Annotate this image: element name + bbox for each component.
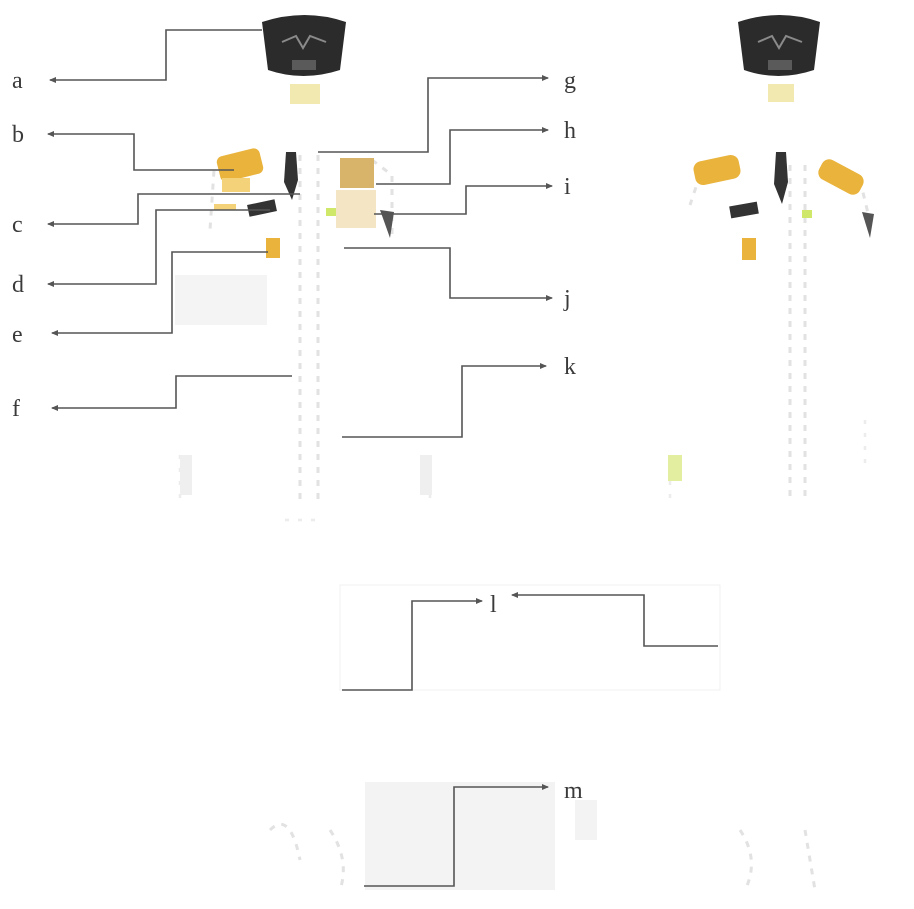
name-bar	[729, 201, 759, 219]
pen-icon	[862, 212, 874, 238]
left-epaulette	[216, 148, 264, 182]
leader-j	[344, 247, 553, 301]
callout-labels: a b c d e f g h i j k l m	[12, 68, 583, 804]
leader-g	[318, 75, 549, 153]
leader-h	[376, 127, 549, 185]
label-e: e	[12, 322, 23, 348]
medal	[266, 238, 280, 258]
reference-figure	[668, 15, 874, 505]
label-f: f	[12, 396, 20, 422]
pen-icon	[380, 210, 394, 238]
leader-d	[47, 209, 270, 287]
chest-patch	[340, 158, 374, 188]
label-c: c	[12, 212, 23, 238]
leader-k	[342, 363, 547, 438]
label-l: l	[490, 592, 497, 618]
leader-lines	[47, 29, 718, 887]
ghost-patch	[175, 275, 267, 325]
label-d: d	[12, 272, 24, 298]
label-k: k	[564, 354, 576, 380]
tie-icon	[774, 152, 788, 204]
collar-badge	[290, 84, 320, 104]
label-h: h	[564, 118, 576, 144]
label-b: b	[12, 122, 24, 148]
detail-panel-l	[339, 584, 721, 691]
chest-pocket	[336, 190, 376, 228]
lime-insignia	[326, 208, 336, 216]
label-g: g	[564, 68, 576, 94]
left-epaulette	[693, 154, 741, 186]
right-epaulette	[818, 159, 864, 195]
leader-b	[47, 131, 234, 171]
label-a: a	[12, 68, 23, 94]
label-i: i	[564, 174, 571, 200]
cuff-insignia	[668, 455, 682, 481]
left-epaulette-base	[222, 178, 250, 192]
leader-a	[49, 29, 262, 83]
leader-l-left	[342, 598, 483, 691]
detail-panel-m	[365, 782, 555, 890]
tie-icon	[284, 152, 298, 200]
medal	[742, 238, 756, 260]
leader-l-right	[511, 592, 718, 647]
name-bar	[247, 199, 277, 217]
ribbon	[214, 204, 236, 210]
lime-insignia	[802, 210, 812, 218]
leader-e	[51, 251, 268, 336]
helmet-icon	[738, 15, 820, 76]
ghost-cuff-left	[180, 455, 192, 495]
leader-i	[374, 183, 553, 215]
label-m: m	[564, 778, 583, 804]
detail-swatch	[575, 800, 597, 840]
leader-m	[364, 784, 549, 887]
front-figure	[175, 15, 432, 522]
helmet-icon	[262, 15, 346, 76]
collar-badge	[768, 84, 794, 102]
ghost-cuff-right	[420, 455, 432, 495]
leader-f	[51, 375, 292, 411]
label-j: j	[563, 286, 571, 312]
leader-c	[47, 193, 300, 227]
